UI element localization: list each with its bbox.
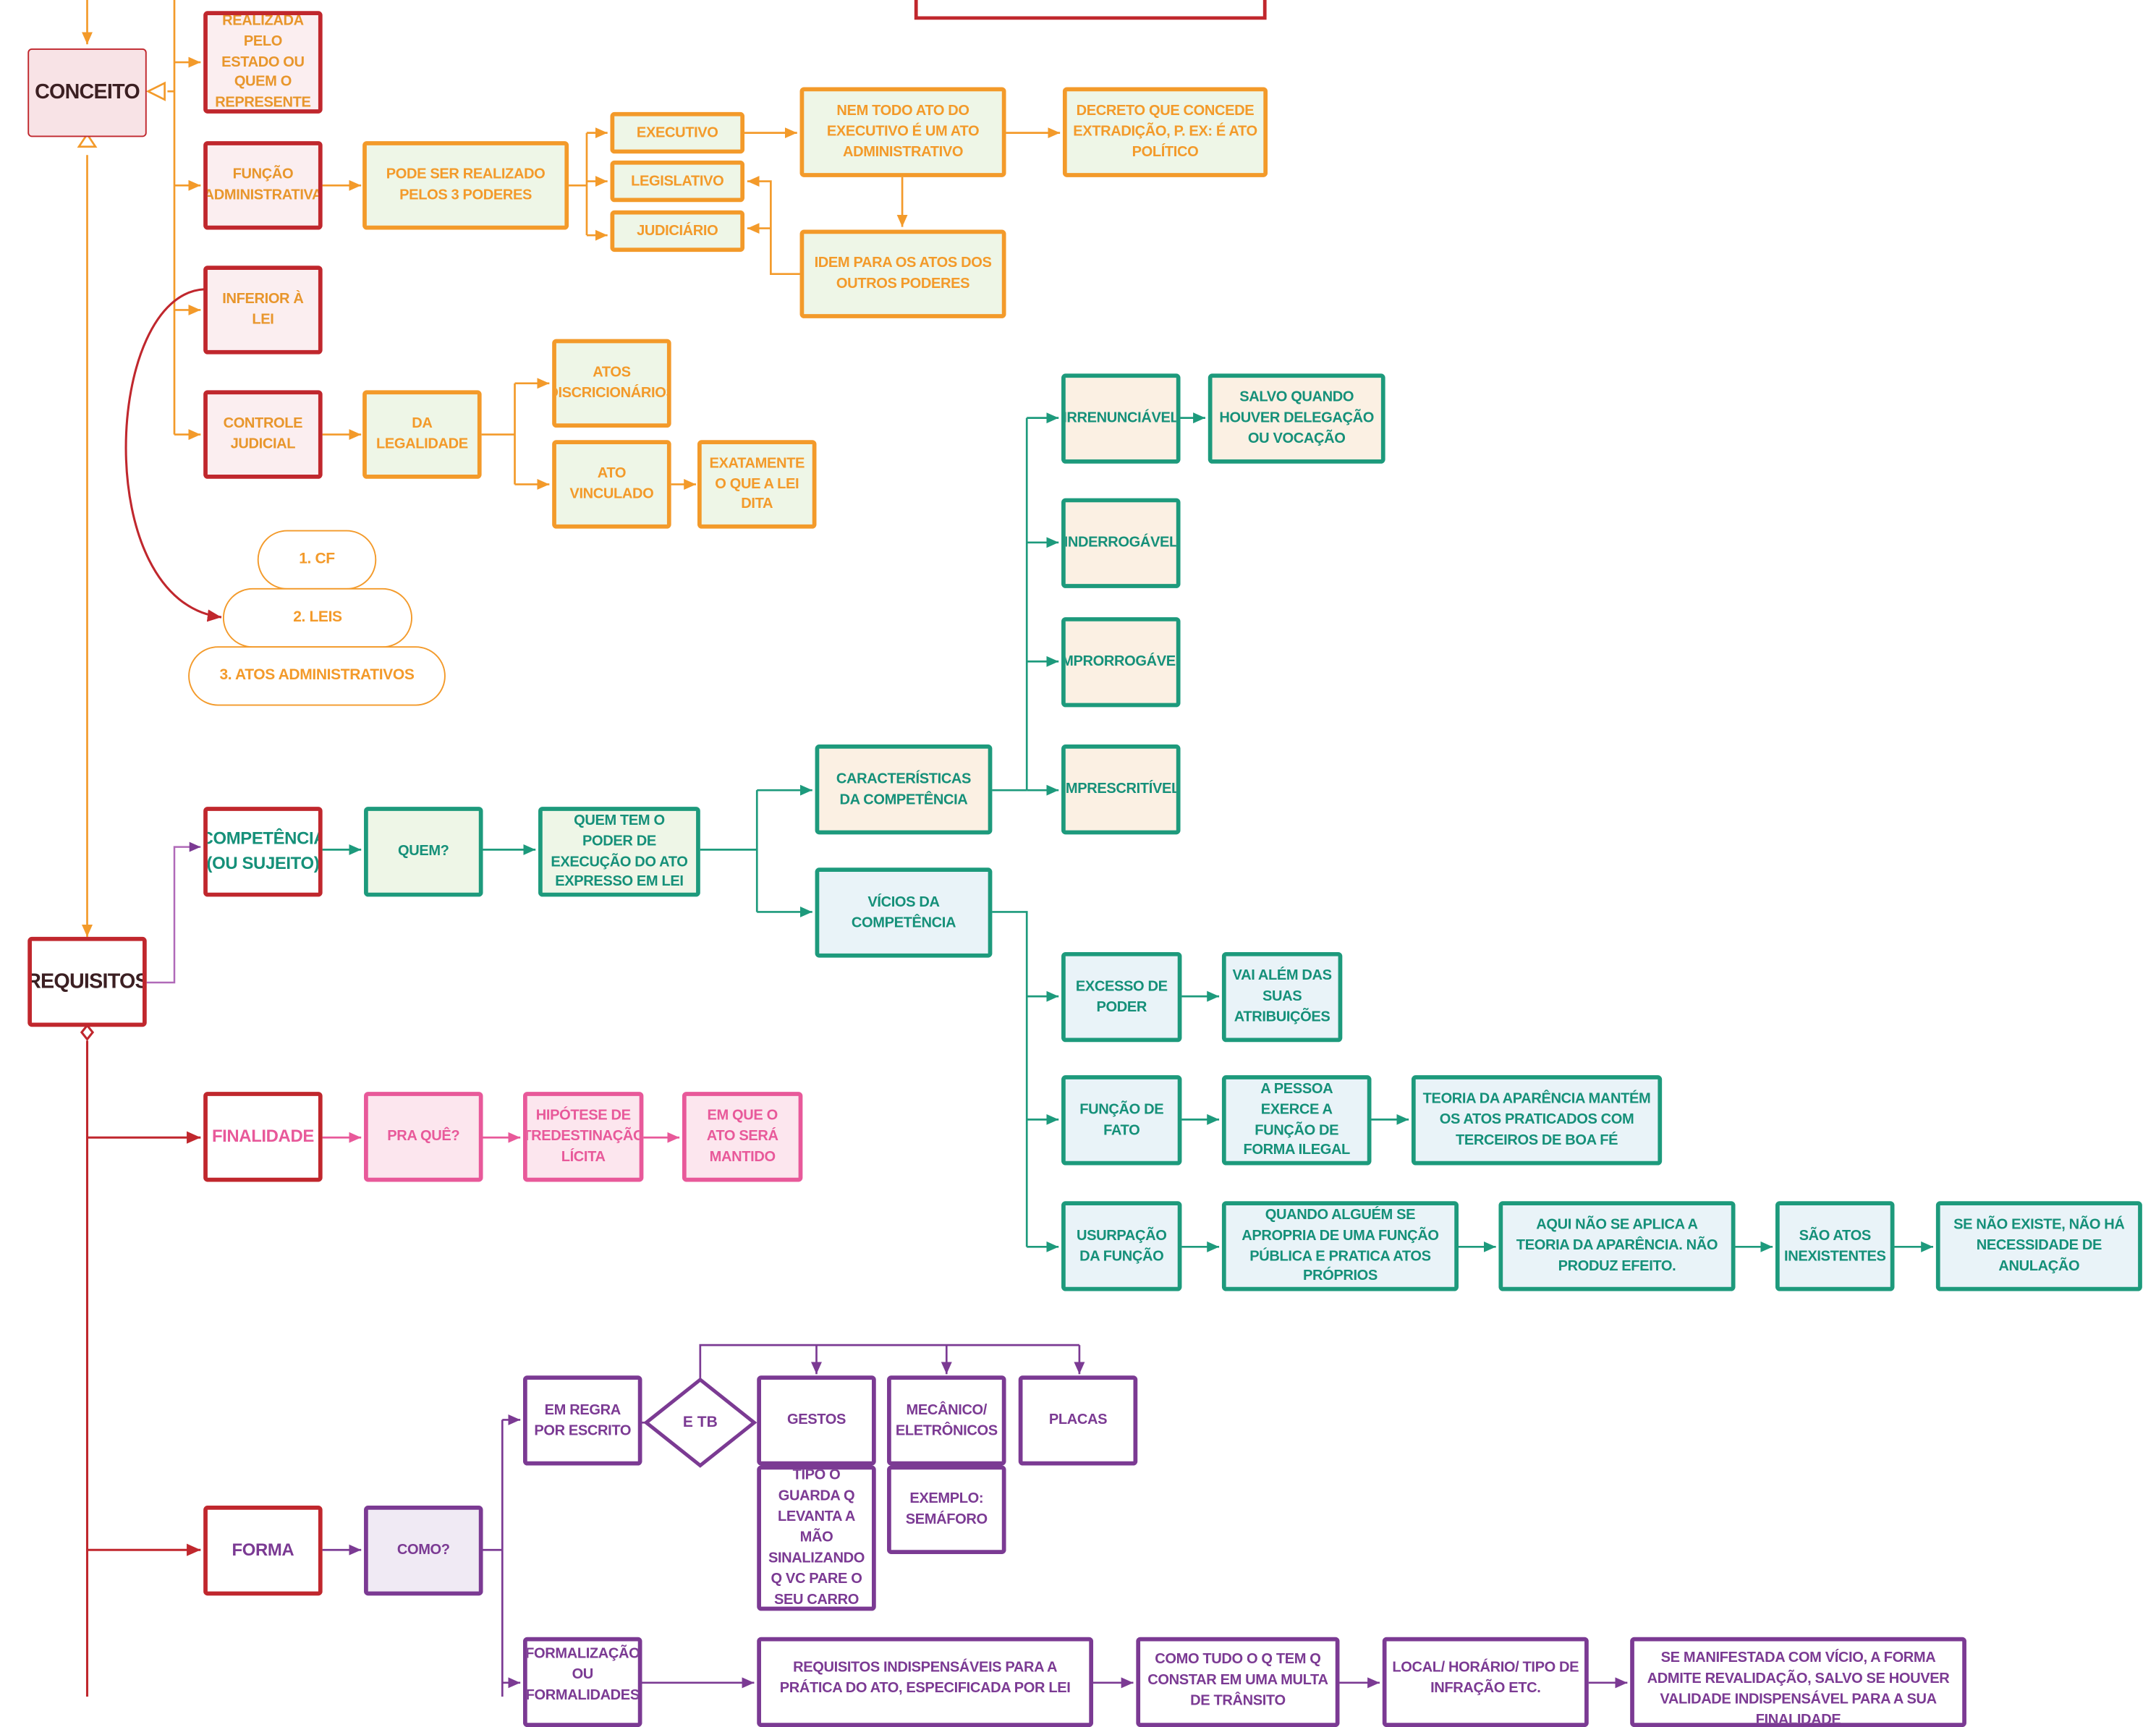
vicios-node: VÍCIOS DA COMPETÊNCIA [815,867,993,958]
salvo-node: SALVO QUANDO HOUVER DELEGAÇÃO OU VOCAÇÃO [1208,373,1385,464]
como-node: COMO? [364,1506,483,1596]
quem-node: QUEM? [364,807,483,897]
conceito-node: CONCEITO [27,48,147,137]
local-node: LOCAL/ HORÁRIO/ TIPO DE INFRAÇÃO ETC. [1382,1637,1589,1727]
caracteristicas-node: CARACTERÍSTICAS DA COMPETÊNCIA [815,744,993,835]
exatamente-node: EXATAMENTE O QUE A LEI DITA [697,440,817,529]
hierarchy-leis: 2. LEIS [222,587,412,648]
improrrogavel-node: IMPRORROGÁVEL [1061,617,1181,708]
realizada-node: REALIZADA PELO ESTADO OU QUEM O REPRESEN… [203,11,323,114]
hierarchy-cf: 1. CF [257,530,377,590]
indispensaveis-node: REQUISITOS INDISPENSÁVEIS PARA A PRÁTICA… [757,1637,1094,1727]
mecanico-node: MECÂNICO/ ELETRÔNICOS [887,1375,1006,1466]
funcao-fato-node: FUNÇÃO DE FATO [1061,1075,1182,1166]
forma-node: FORMA [203,1506,323,1596]
requisitos-node: REQUISITOS [27,936,147,1027]
idem-node: IDEM PARA OS ATOS DOS OUTROS PODERES [799,229,1006,318]
gestos-node: GESTOS [757,1375,876,1466]
se-nao-node: SE NÃO EXISTE, NÃO HÁ NECESSIDADE DE ANU… [1935,1201,2142,1291]
exemplo-node: EXEMPLO: SEMÁFORO [887,1465,1006,1554]
teoria-node: TEORIA DA APARÊNCIA MANTÉM OS ATOS PRATI… [1411,1075,1663,1166]
judiciario-node: JUDICIÁRIO [610,210,745,253]
legalidade-node: DA LEGALIDADE [362,390,482,479]
controle-judicial-node: CONTROLE JUDICIAL [203,390,323,479]
etb-diamond [643,1377,757,1468]
inferior-lei-node: INFERIOR À LEI [203,266,323,355]
hipotese-node: HIPÓTESE DE TREDESTINAÇÃO LÍCITA [523,1092,644,1182]
pra-que-node: PRA QUÊ? [364,1092,483,1182]
excesso-node: EXCESSO DE PODER [1061,951,1182,1043]
escrito-node: EM REGRA POR ESCRITO [523,1375,642,1466]
discricionarios-node: ATOS DISCRICIONÁRIOS [552,339,671,428]
como-tudo-node: COMO TUDO O Q TEM Q CONSTAR EM UMA MULTA… [1136,1637,1340,1727]
ato-vinculado-node: ATO VINCULADO [552,440,671,529]
usurpacao-node: USURPAÇÃO DA FUNÇÃO [1061,1201,1182,1291]
mantido-node: EM QUE O ATO SERÁ MANTIDO [682,1092,803,1182]
placas-node: PLACAS [1018,1375,1138,1466]
quando-node: QUANDO ALGUÉM SE APROPRIA DE UMA FUNÇÃO … [1221,1201,1459,1291]
vicio-forma-node: SE MANIFESTADA COM VÍCIO, A FORMA ADMITE… [1630,1637,1966,1727]
aqui-nao-node: AQUI NÃO SE APLICA A TEORIA DA APARÊNCIA… [1498,1201,1736,1291]
nem-todo-node: NEM TODO ATO DO EXECUTIVO É UM ATO ADMIN… [799,87,1006,177]
imprescritivel-node: IMPRESCRITÍVEL [1061,744,1181,835]
etb-label: E TB [682,1414,718,1431]
finalidade-node: FINALIDADE [203,1092,323,1182]
pessoa-node: A PESSOA EXERCE A FUNÇÃO DE FORMA ILEGAL [1221,1075,1372,1166]
guarda-node: TIPO O GUARDA Q LEVANTA A MÃO SINALIZAND… [757,1465,876,1611]
competencia-node: COMPETÊNCIA (OU SUJEITO) [203,807,323,897]
poder-execucao-node: QUEM TEM O PODER DE EXECUÇÃO DO ATO EXPR… [538,807,700,897]
executivo-node: EXECUTIVO [610,111,745,154]
hierarchy-atos: 3. ATOS ADMINISTRATIVOS [188,646,446,706]
poderes-node: PODE SER REALIZADO PELOS 3 PODERES [362,141,569,230]
legislativo-node: LEGISLATIVO [610,160,745,203]
vai-alem-node: VAI ALÉM DAS SUAS ATRIBUIÇÕES [1221,951,1343,1043]
funcao-administrativa-node: FUNÇÃO ADMINISTRATIVA [203,141,323,230]
inexistentes-node: SÃO ATOS INEXISTENTES [1775,1201,1895,1291]
formalizacao-node: FORMALIZAÇÃO OU FORMALIDADES [523,1637,642,1727]
irrenunciavel-node: IRRENUNCIÁVEL [1061,373,1181,464]
inderrogavel-node: INDERROGÁVEL [1061,498,1181,588]
decreto-node: DECRETO QUE CONCEDE EXTRADIÇÃO, P. EX: É… [1062,87,1268,177]
